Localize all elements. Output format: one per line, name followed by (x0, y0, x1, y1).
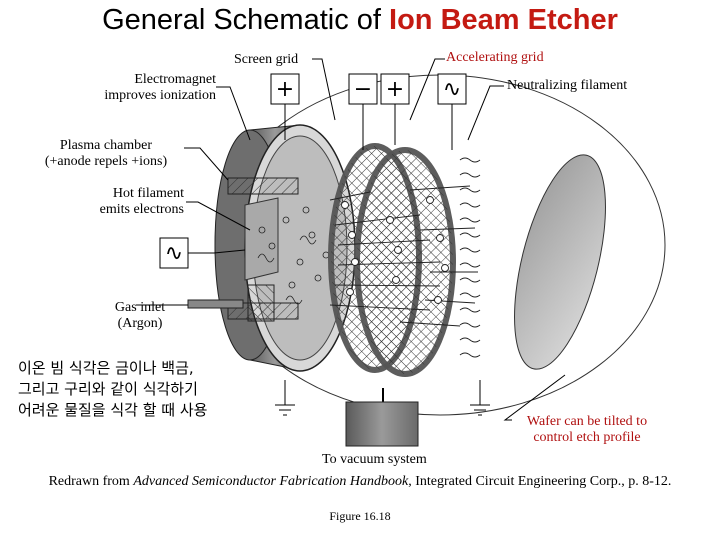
ion-markers (341, 196, 449, 304)
label-gas-inlet-l1: Gas inlet (114, 300, 166, 315)
label-gas-inlet-l2: (Argon) (117, 316, 163, 331)
label-hot-filament: Hot filament emits electrons (78, 186, 184, 218)
label-vacuum: To vacuum system (322, 452, 427, 467)
title-highlight: Ion Beam Etcher (389, 4, 618, 36)
wafer (514, 154, 606, 370)
caption-prefix: Redrawn from (48, 474, 134, 489)
label-electromagnet: Electromagnet improves ionization (80, 72, 216, 104)
caption-book-title: Advanced Semiconductor Fabrication Handb… (133, 474, 409, 489)
accel-supply-minus: − (354, 77, 372, 102)
label-electromagnet-l2: improves ionization (104, 88, 216, 103)
filament-ac-icon: ∿ (165, 241, 183, 266)
neutralizer-ac-icon: ∿ (443, 77, 461, 102)
label-hot-filament-l2: emits electrons (99, 202, 184, 217)
accelerating-grid (354, 147, 456, 377)
korean-note: 이온 빔 식각은 금이나 백금, 그리고 구리와 같이 식각하기 어려운 물질을… (18, 359, 208, 419)
screen-grid-supply-plus: + (276, 77, 294, 102)
label-accelerating-grid: Accelerating grid (446, 50, 544, 65)
plasma-chamber (187, 124, 356, 372)
accel-supply-plus: + (386, 77, 404, 102)
label-wafer: Wafer can be tilted to control etch prof… (512, 414, 662, 446)
ground-symbols (275, 380, 490, 416)
diagram-title: General Schematic of Ion Beam Etcher (0, 4, 720, 37)
neutralizing-filament (459, 157, 481, 358)
leader-lines (136, 58, 566, 421)
label-screen-grid: Screen grid (234, 52, 299, 67)
label-electromagnet-l1: Electromagnet (134, 72, 216, 87)
power-supplies (159, 73, 467, 269)
label-wafer-l1: Wafer can be tilted to (526, 414, 648, 429)
label-gas-inlet: Gas inlet (Argon) (100, 300, 180, 332)
caption-suffix: , Integrated Circuit Engineering Corp., … (408, 474, 672, 489)
figure-number: Figure 16.18 (329, 509, 391, 523)
title-prefix: General Schematic of (102, 4, 390, 36)
source-caption: Redrawn from Advanced Semiconductor Fabr… (0, 474, 720, 490)
label-plasma-chamber: Plasma chamber (+anode repels +ions) (30, 138, 182, 170)
label-hot-filament-l1: Hot filament (112, 186, 184, 201)
label-plasma-l2: (+anode repels +ions) (44, 154, 168, 169)
label-wafer-l2: control etch profile (533, 430, 641, 445)
label-plasma-l1: Plasma chamber (59, 138, 153, 153)
vacuum-port (345, 388, 419, 447)
label-neutralizing-filament: Neutralizing filament (507, 78, 628, 93)
